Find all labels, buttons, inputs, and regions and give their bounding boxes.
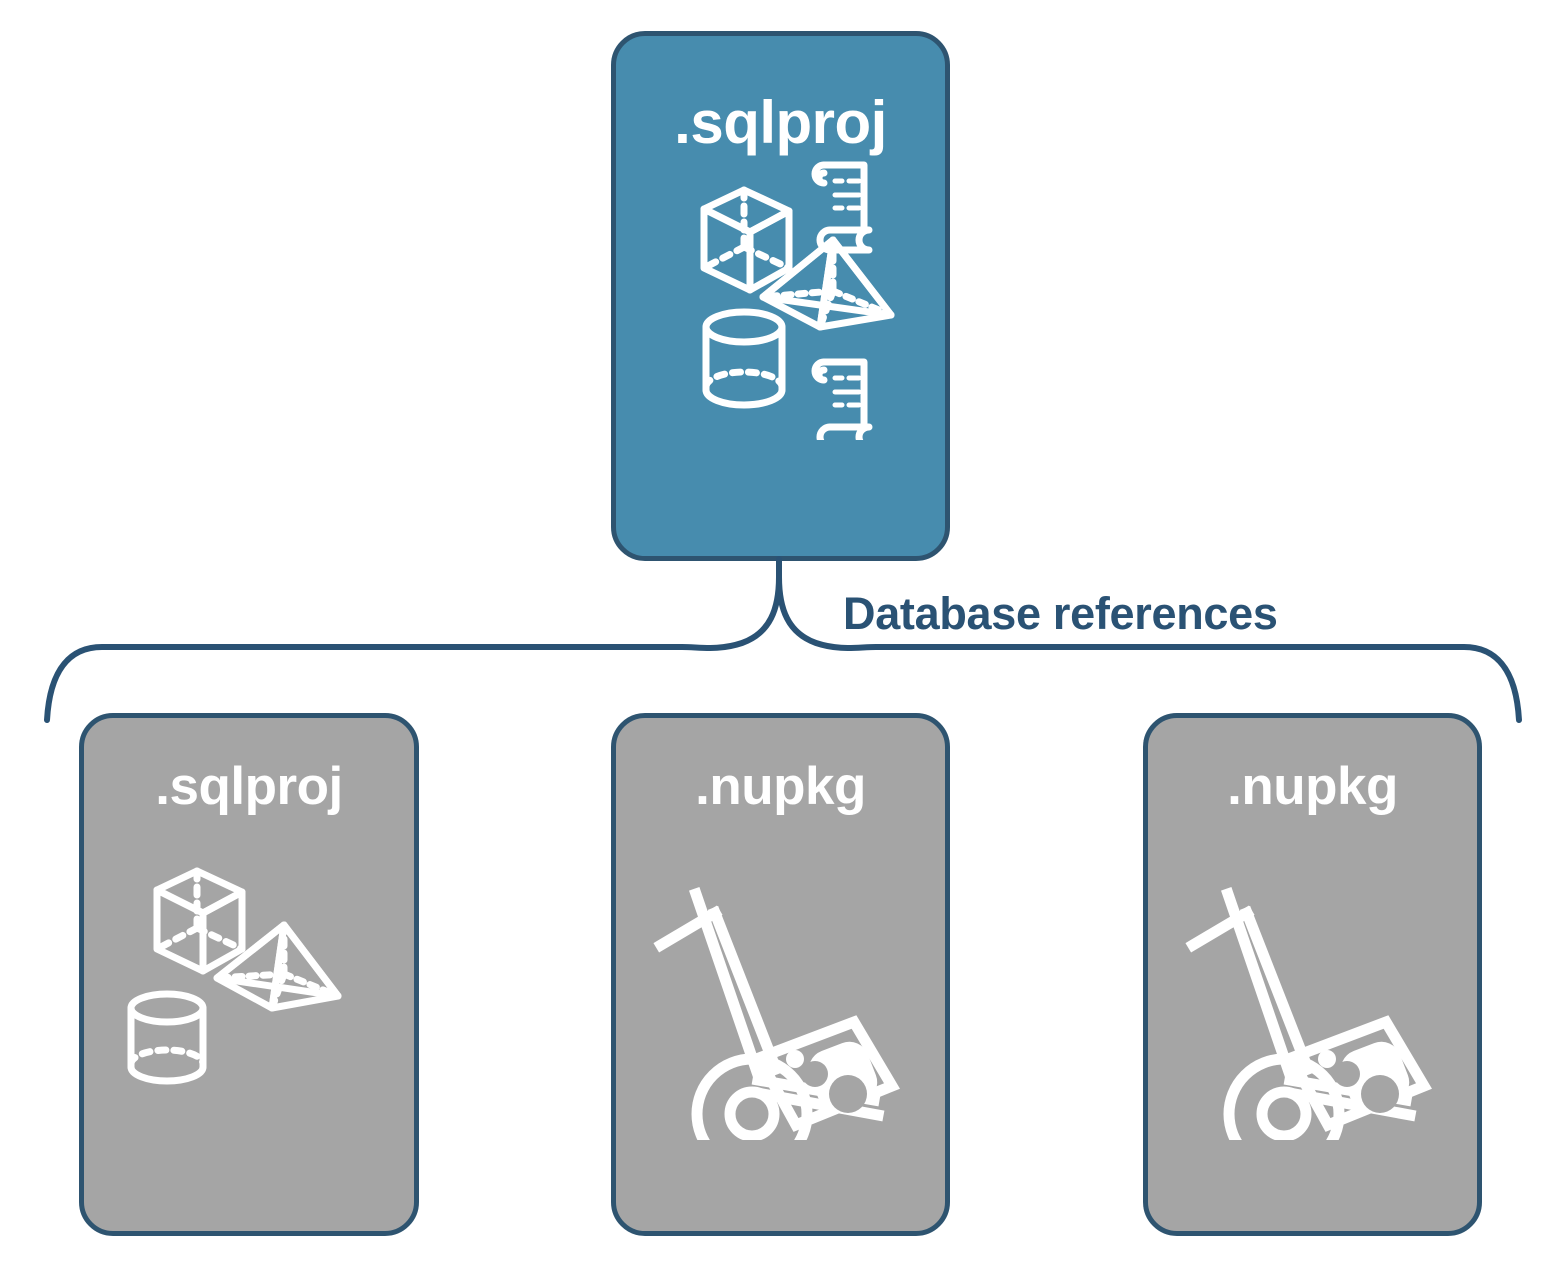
database-references-label: Database references bbox=[843, 588, 1278, 639]
sqlproj-root-label: .sqlproj bbox=[674, 89, 887, 156]
reference-node-nupkg-1[interactable]: .nupkg bbox=[611, 713, 950, 1236]
database-references-connector bbox=[44, 556, 1522, 723]
reference-node-sqlproj-label: .sqlproj bbox=[155, 757, 343, 816]
connector-brace-left bbox=[44, 574, 782, 723]
reference-node-nupkg-2-label: .nupkg bbox=[1227, 757, 1398, 816]
connector-brace-right bbox=[776, 574, 1522, 723]
sqlproj-root-node[interactable]: .sqlproj bbox=[611, 31, 950, 561]
reference-node-nupkg-1-label: .nupkg bbox=[695, 757, 866, 816]
reference-node-sqlproj[interactable]: .sqlproj bbox=[79, 713, 419, 1236]
reference-node-nupkg-2[interactable]: .nupkg bbox=[1143, 713, 1482, 1236]
